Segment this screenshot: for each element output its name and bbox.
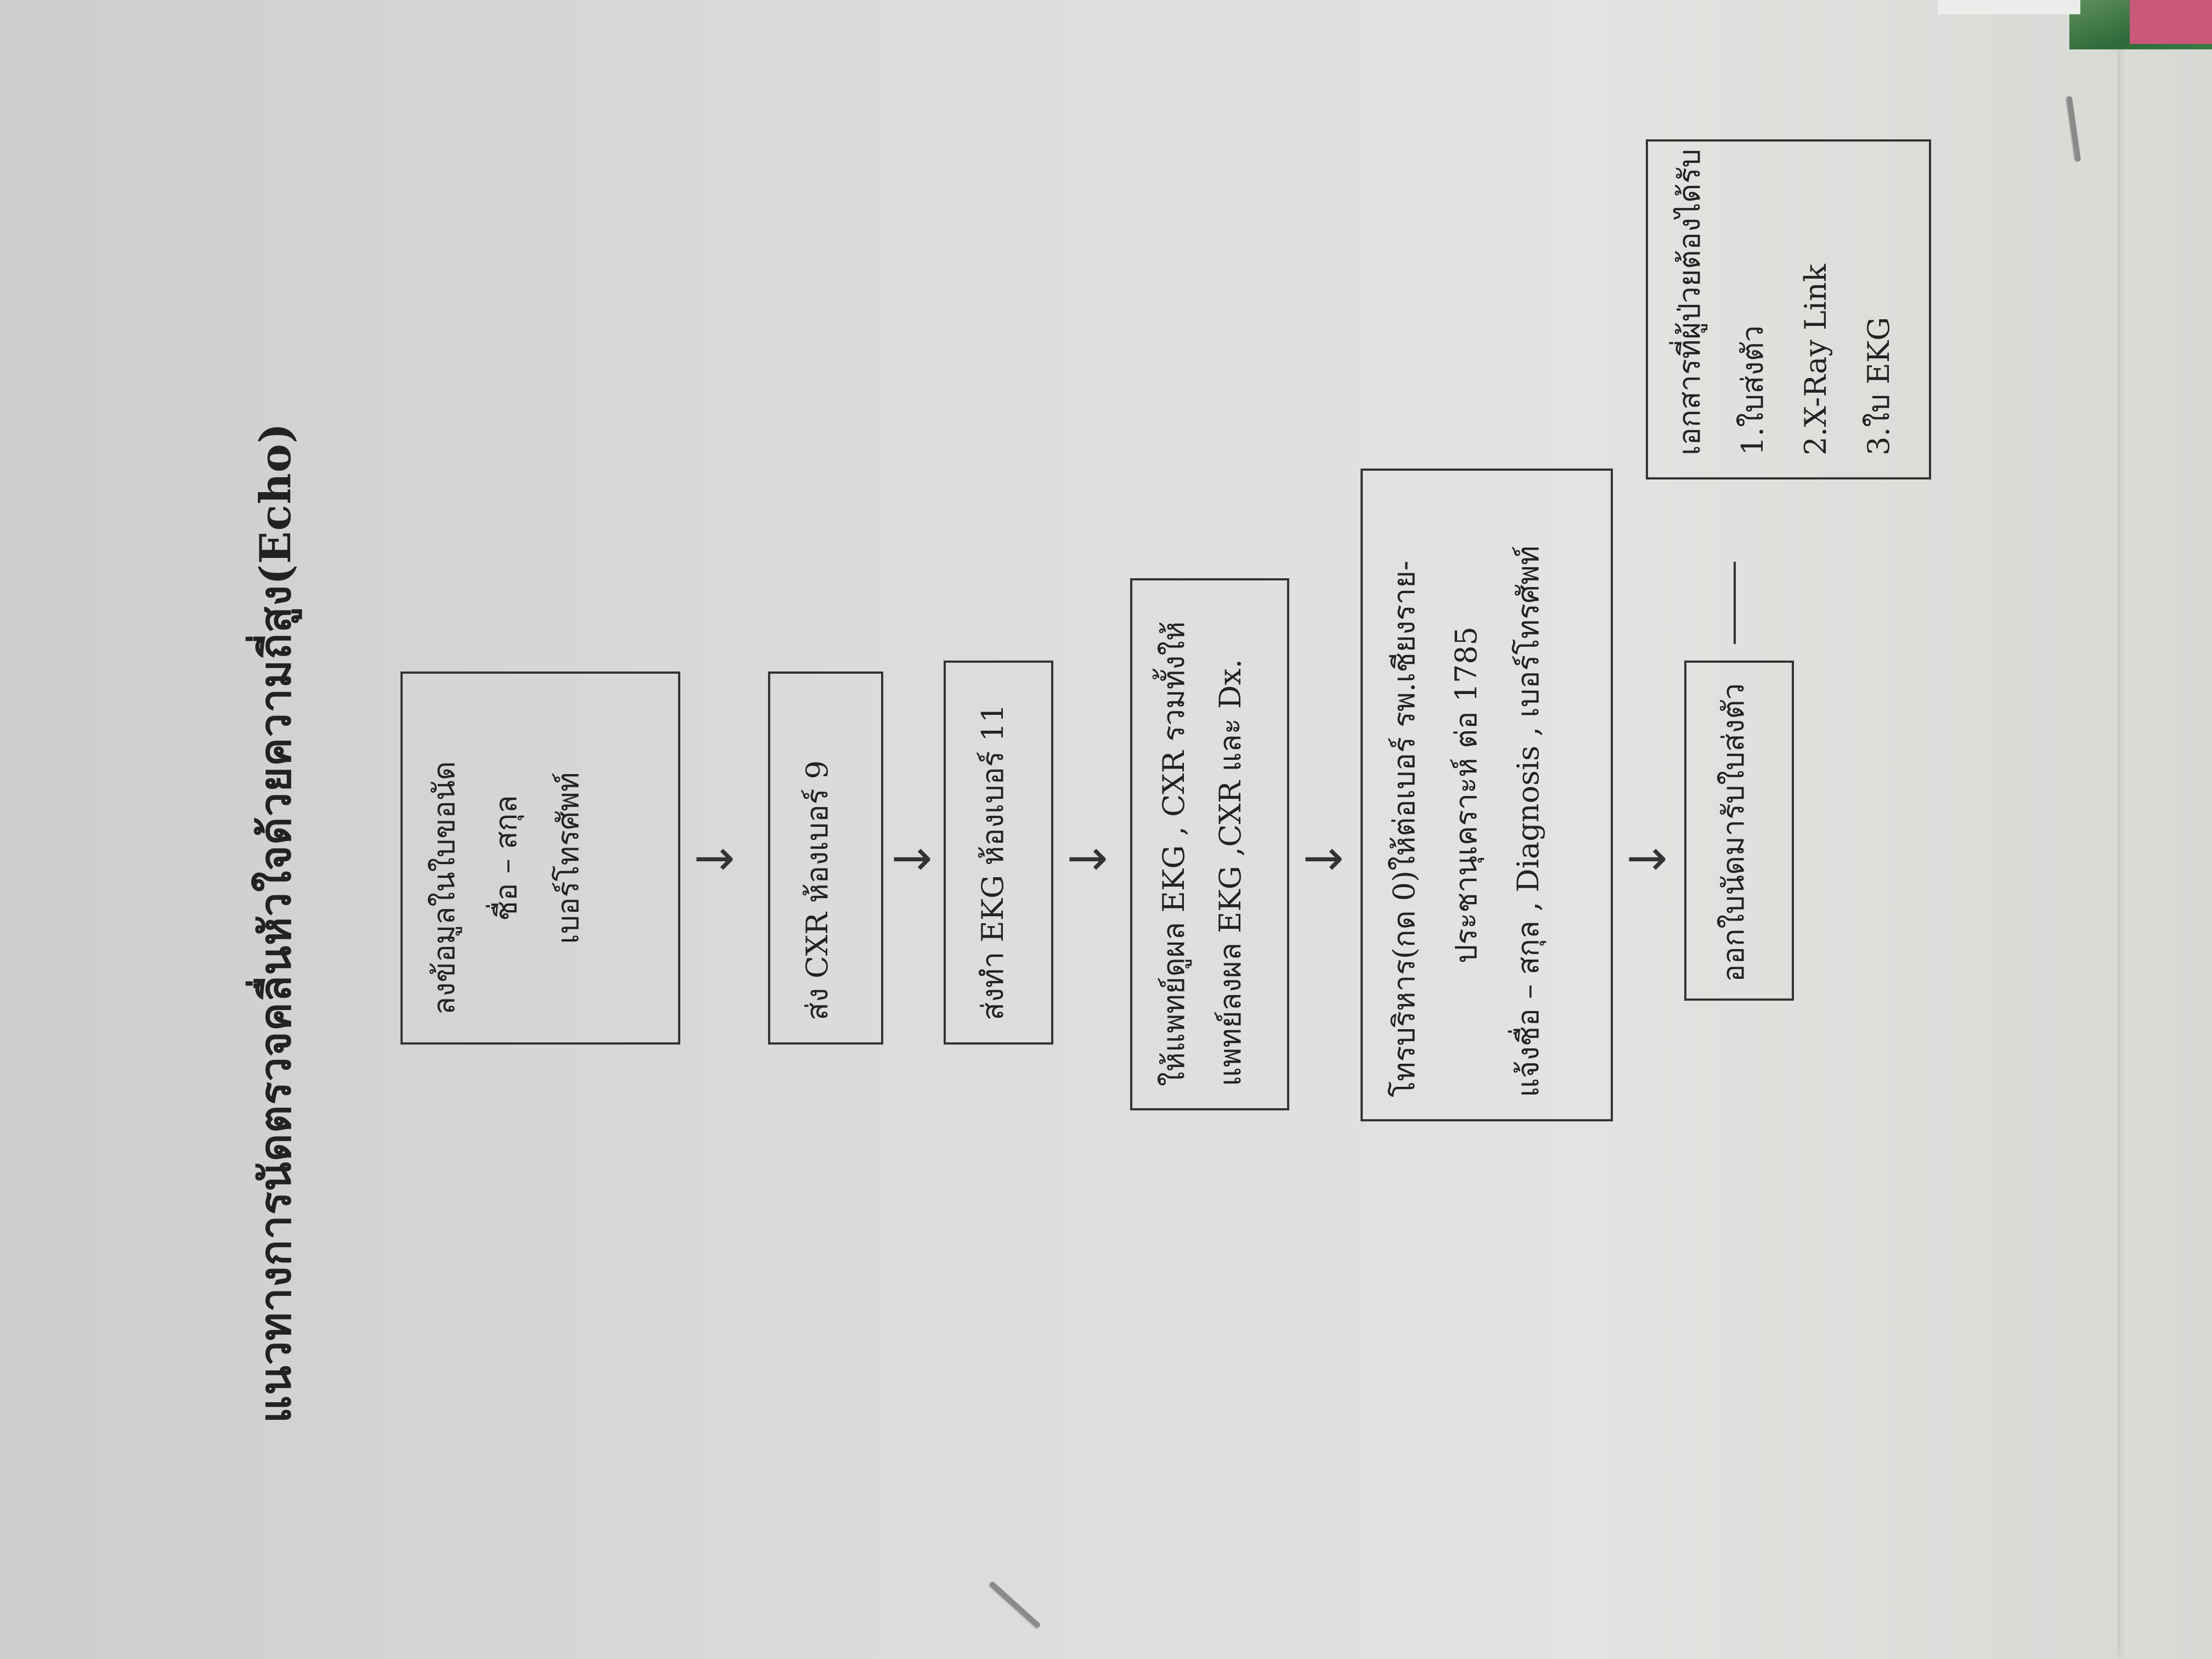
step-line: โทรบริหาร(กด 0)ให้ต่อเบอร์ รพ.เชียงราย- [1387, 560, 1421, 1097]
paper-sheet [0, 0, 2118, 1659]
desk-object [2130, 0, 2212, 44]
step-line: แพทย์ลงผล EKG ,CXR และ Dx. [1212, 659, 1248, 1086]
connector-line [1734, 562, 1736, 644]
step-line: ชื่อ – สกุล [488, 795, 523, 921]
document-item: 3.ใบ EKG [1861, 317, 1896, 455]
step-line: เบอร์โทรศัพท์ [550, 772, 585, 944]
step-line: ลงข้อมูลในใบขอนัด [427, 761, 461, 1015]
down-arrow-icon: ↓ [687, 838, 744, 880]
document-item: 1.ใบส่งตัว [1735, 325, 1770, 455]
down-arrow-icon: ↓ [1296, 838, 1353, 880]
down-arrow-icon: ↓ [1060, 838, 1118, 880]
documents-box: เอกสารที่ผู้ป่วยต้องได้รับ 1.ใบส่งตัว 2.… [1646, 139, 1931, 479]
step-line: ให้แพทย์ดูผล EKG , CXR รวมทั้งให้ [1156, 621, 1191, 1086]
step-6-box: ออกใบนัดมารับใบส่งตัว [1684, 661, 1794, 1001]
step-line: ส่งทำ EKG ห้องเบอร์ 11 [975, 704, 1010, 1020]
step-line: ประชานุเคราะห์ ต่อ 1785 [1448, 627, 1483, 963]
step-2-box: ส่ง CXR ห้องเบอร์ 9 [768, 672, 883, 1045]
step-line: ส่ง CXR ห้องเบอร์ 9 [800, 760, 834, 1020]
flowchart-title: แนวทางการนัดตรวจคลื่นหัวใจด้วยความถี่สูง… [251, 422, 301, 1423]
step-1-box: ลงข้อมูลในใบขอนัด ชื่อ – สกุล เบอร์โทรศั… [400, 672, 680, 1045]
down-arrow-icon: ↓ [884, 838, 942, 880]
document-item: 2.X-Ray Link [1798, 264, 1833, 455]
step-3-box: ส่งทำ EKG ห้องเบอร์ 11 [944, 661, 1053, 1045]
documents-heading: เอกสารที่ผู้ป่วยต้องได้รับ [1672, 149, 1707, 455]
desk-paper-edge [1938, 0, 2080, 14]
step-5-box: โทรบริหาร(กด 0)ให้ต่อเบอร์ รพ.เชียงราย- … [1361, 469, 1613, 1121]
step-line: แจ้งชื่อ – สกุล , Diagnosis , เบอร์โทรศั… [1510, 545, 1545, 1097]
down-arrow-icon: ↓ [1620, 838, 1677, 880]
step-4-box: ให้แพทย์ดูผล EKG , CXR รวมทั้งให้ แพทย์ล… [1130, 578, 1289, 1110]
step-line: ออกใบนัดมารับใบส่งตัว [1716, 683, 1751, 982]
